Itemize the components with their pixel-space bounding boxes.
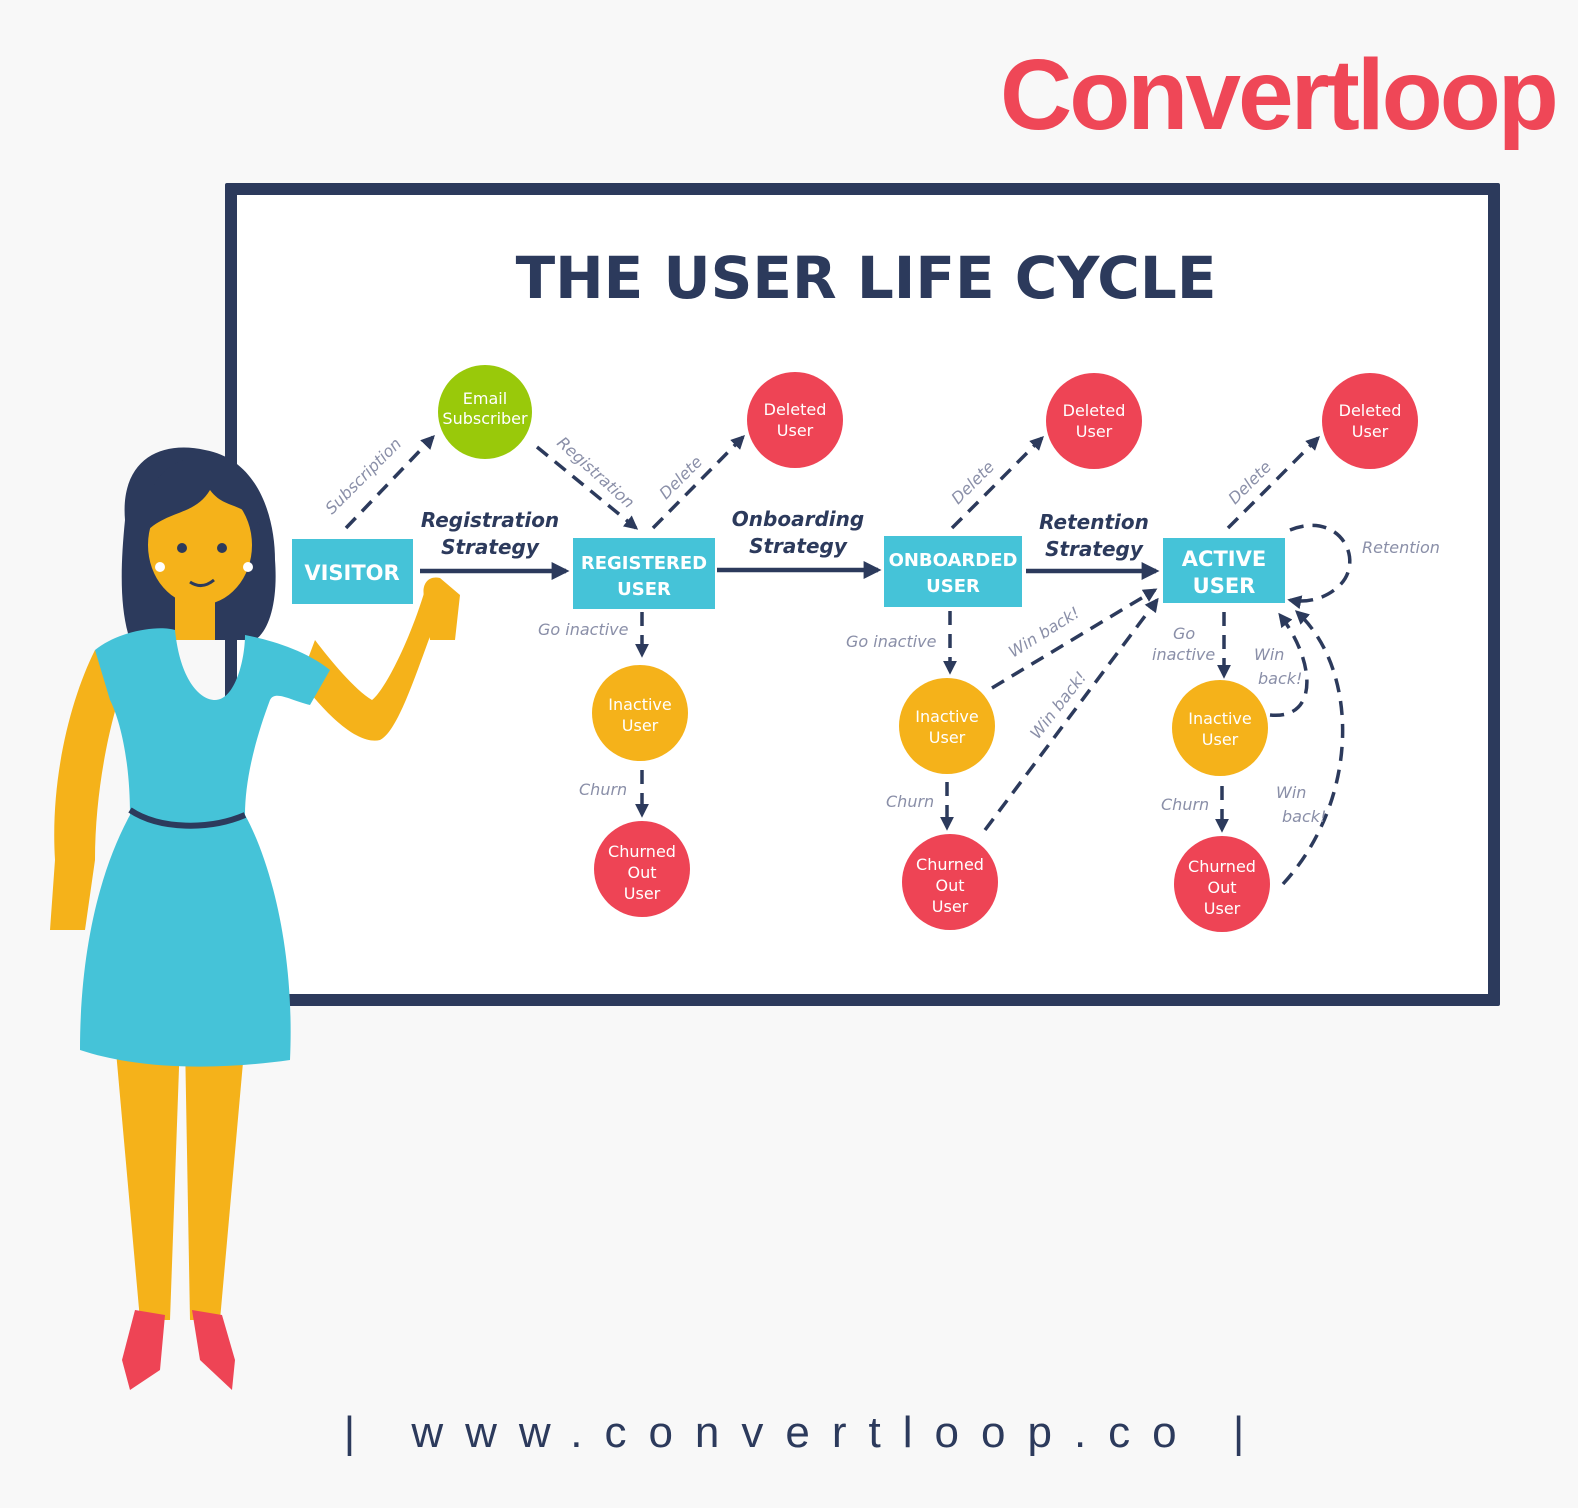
strategy-retention: Retention Strategy — [1039, 510, 1149, 561]
stage-label: USER — [926, 576, 980, 597]
state-label: User — [932, 897, 969, 916]
label-delete-3: Delete — [1224, 457, 1275, 508]
state-label: User — [1202, 730, 1239, 749]
arrow-retention-loop — [1287, 523, 1352, 610]
stage-label: VISITOR — [304, 561, 399, 585]
state-label: Inactive — [1188, 709, 1252, 728]
label-go-inactive-1: Go inactive — [538, 620, 629, 639]
state-label: User — [624, 884, 661, 903]
label-go-3: Go — [1173, 624, 1195, 643]
label-winback-1: Win back! — [1005, 603, 1083, 661]
state-label: User — [777, 421, 814, 440]
stage-label: ACTIVE — [1182, 547, 1266, 571]
label-win-3: Win — [1254, 645, 1284, 664]
state-label: User — [1352, 422, 1389, 441]
arrow-winback-churned-3 — [1281, 610, 1345, 886]
label-churn-1: Churn — [579, 780, 627, 799]
dashed-edges — [344, 434, 1352, 886]
stage-registered-user: REGISTERED USER — [573, 538, 715, 609]
state-label: User — [1076, 422, 1113, 441]
stage-onboarded-user: ONBOARDED USER — [884, 536, 1022, 607]
state-inactive-user-3: Inactive User — [1172, 680, 1268, 776]
diagram-title: THE USER LIFE CYCLE — [516, 244, 1217, 312]
arrow-subscription — [344, 434, 435, 530]
strategy-line: Registration — [421, 508, 559, 532]
state-deleted-user-2: Deleted User — [1046, 373, 1142, 469]
state-label: Deleted — [1063, 401, 1126, 420]
state-label: Churned — [916, 855, 984, 874]
convertloop-logo: Convertloop — [1000, 39, 1559, 151]
strategy-line: Onboarding — [732, 507, 864, 531]
state-label: Churned — [608, 842, 676, 861]
state-label: Subscriber — [442, 409, 528, 428]
state-inactive-user-2: Inactive User — [899, 678, 995, 774]
label-win-4: Win — [1276, 783, 1306, 802]
stage-label: REGISTERED — [581, 553, 707, 574]
stage-label: USER — [617, 579, 671, 600]
label-retention: Retention — [1362, 538, 1440, 557]
website-footer: | www.convertloop.co | — [343, 1408, 1267, 1457]
label-churn-2: Churn — [886, 792, 934, 811]
strategy-line: Retention — [1039, 510, 1149, 534]
stage-label: ONBOARDED — [889, 550, 1018, 571]
arrow-winback-inactive-2 — [991, 588, 1158, 690]
state-label: Out — [627, 863, 656, 882]
state-label: User — [622, 716, 659, 735]
stage-visitor: VISITOR — [292, 539, 413, 604]
state-label: Deleted — [1339, 401, 1402, 420]
label-back-4: back! — [1282, 807, 1326, 826]
arrow-winback-inactive-3 — [1269, 612, 1309, 717]
label-delete-2: Delete — [947, 457, 998, 508]
state-churned-user-1: Churned Out User — [594, 821, 690, 917]
strategy-line: Strategy — [1045, 537, 1144, 561]
state-inactive-user-1: Inactive User — [592, 665, 688, 761]
state-label: Out — [935, 876, 964, 895]
state-label: Inactive — [915, 707, 979, 726]
stage-active-user: ACTIVE USER — [1163, 538, 1285, 603]
state-email-subscriber: Email Subscriber — [438, 365, 532, 459]
state-churned-user-2: Churned Out User — [902, 834, 998, 930]
state-deleted-user-3: Deleted User — [1322, 373, 1418, 469]
strategy-line: Strategy — [749, 534, 848, 558]
state-label: Churned — [1188, 857, 1256, 876]
label-inactive-3: inactive — [1152, 645, 1215, 664]
state-label: Email — [463, 389, 507, 408]
label-back-3: back! — [1258, 669, 1302, 688]
presenter-illustration — [50, 447, 460, 1390]
label-go-inactive-2: Go inactive — [846, 632, 937, 651]
state-label: User — [929, 728, 966, 747]
state-deleted-user-1: Deleted User — [747, 372, 843, 468]
state-label: Out — [1207, 878, 1236, 897]
label-delete-1: Delete — [655, 452, 706, 503]
state-label: Inactive — [608, 695, 672, 714]
stage-label: USER — [1193, 574, 1256, 598]
strategy-line: Strategy — [441, 535, 540, 559]
state-label: User — [1204, 899, 1241, 918]
label-churn-3: Churn — [1161, 795, 1209, 814]
arrow-winback-churned-2 — [983, 597, 1159, 832]
label-subscription: Subscription — [321, 434, 405, 518]
label-registration: Registration — [553, 433, 638, 512]
state-churned-user-3: Churned Out User — [1174, 836, 1270, 932]
state-label: Deleted — [764, 400, 827, 419]
strategy-onboarding: Onboarding Strategy — [732, 507, 864, 558]
strategy-registration: Registration Strategy — [421, 508, 559, 559]
